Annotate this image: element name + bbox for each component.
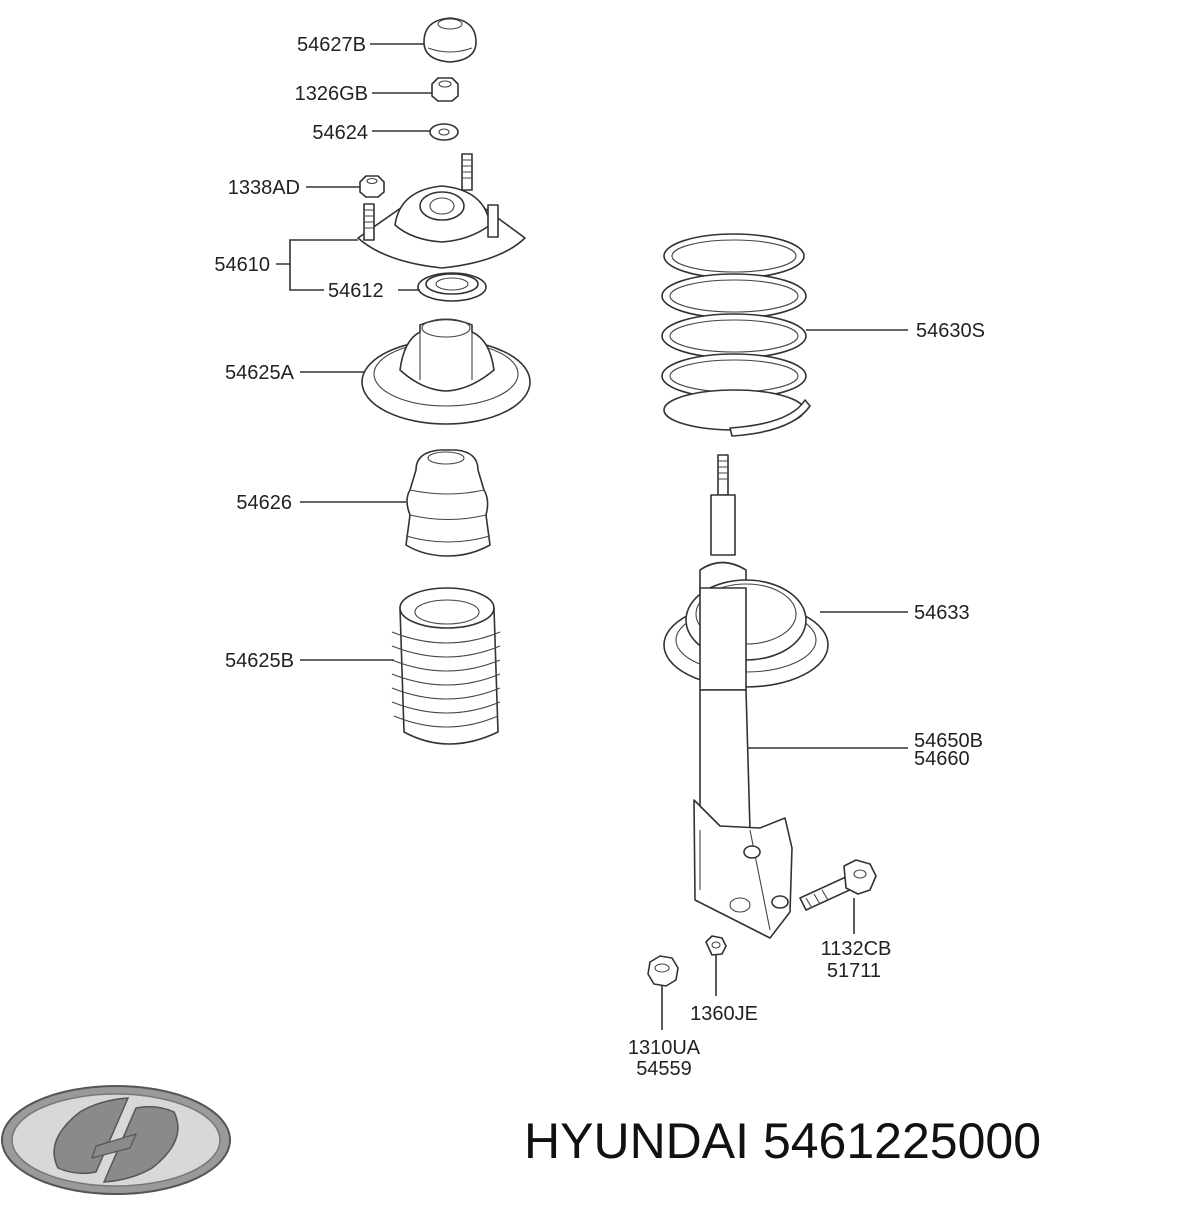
- label-54624: 54624: [312, 122, 368, 144]
- part-number: 5461225000: [763, 1113, 1041, 1169]
- dust-boot-54625b: [391, 587, 501, 745]
- bump-stop-54626: [405, 449, 491, 557]
- label-54612: 54612: [328, 280, 384, 302]
- nut-1310ua: [647, 955, 679, 987]
- nut-1326gb: [431, 77, 459, 102]
- label-1360je: 1360JE: [690, 1003, 758, 1025]
- label-54559: 54559: [636, 1058, 692, 1080]
- leader-lines: [276, 43, 908, 1030]
- spring-seat-54625a: [361, 318, 531, 425]
- label-54627b: 54627B: [297, 34, 366, 56]
- label-54650b: 54650B: [914, 730, 983, 752]
- brand-name: HYUNDAI: [524, 1113, 749, 1169]
- label-54633: 54633: [914, 602, 970, 624]
- label-1326gb: 1326GB: [295, 83, 368, 105]
- label-54625a: 54625A: [225, 362, 295, 384]
- label-54630s: 54630S: [916, 320, 985, 342]
- label-51711: 51711: [827, 960, 881, 982]
- nut-1338ad: [359, 175, 385, 198]
- washer-54624: [429, 123, 459, 141]
- label-54660: 54660: [914, 748, 970, 770]
- hyundai-logo-icon: [1, 1085, 231, 1195]
- label-54610: 54610: [214, 254, 270, 276]
- coil-spring-54630s: [661, 233, 811, 437]
- bearing-54612: [417, 272, 487, 302]
- label-54625b: 54625B: [225, 650, 294, 672]
- bolt-1132cb: [799, 859, 877, 911]
- label-1310ua: 1310UA: [628, 1037, 701, 1059]
- cap-54627b: [423, 17, 477, 63]
- label-1132cb: 1132CB: [821, 938, 892, 960]
- label-54626: 54626: [236, 492, 292, 514]
- brand-title: HYUNDAI 5461225000: [524, 1113, 1041, 1169]
- strut-assembly: [663, 454, 829, 939]
- label-1338ad: 1338AD: [228, 177, 300, 199]
- nut-1360je: [705, 935, 727, 956]
- strut-mount-54610: [357, 153, 526, 269]
